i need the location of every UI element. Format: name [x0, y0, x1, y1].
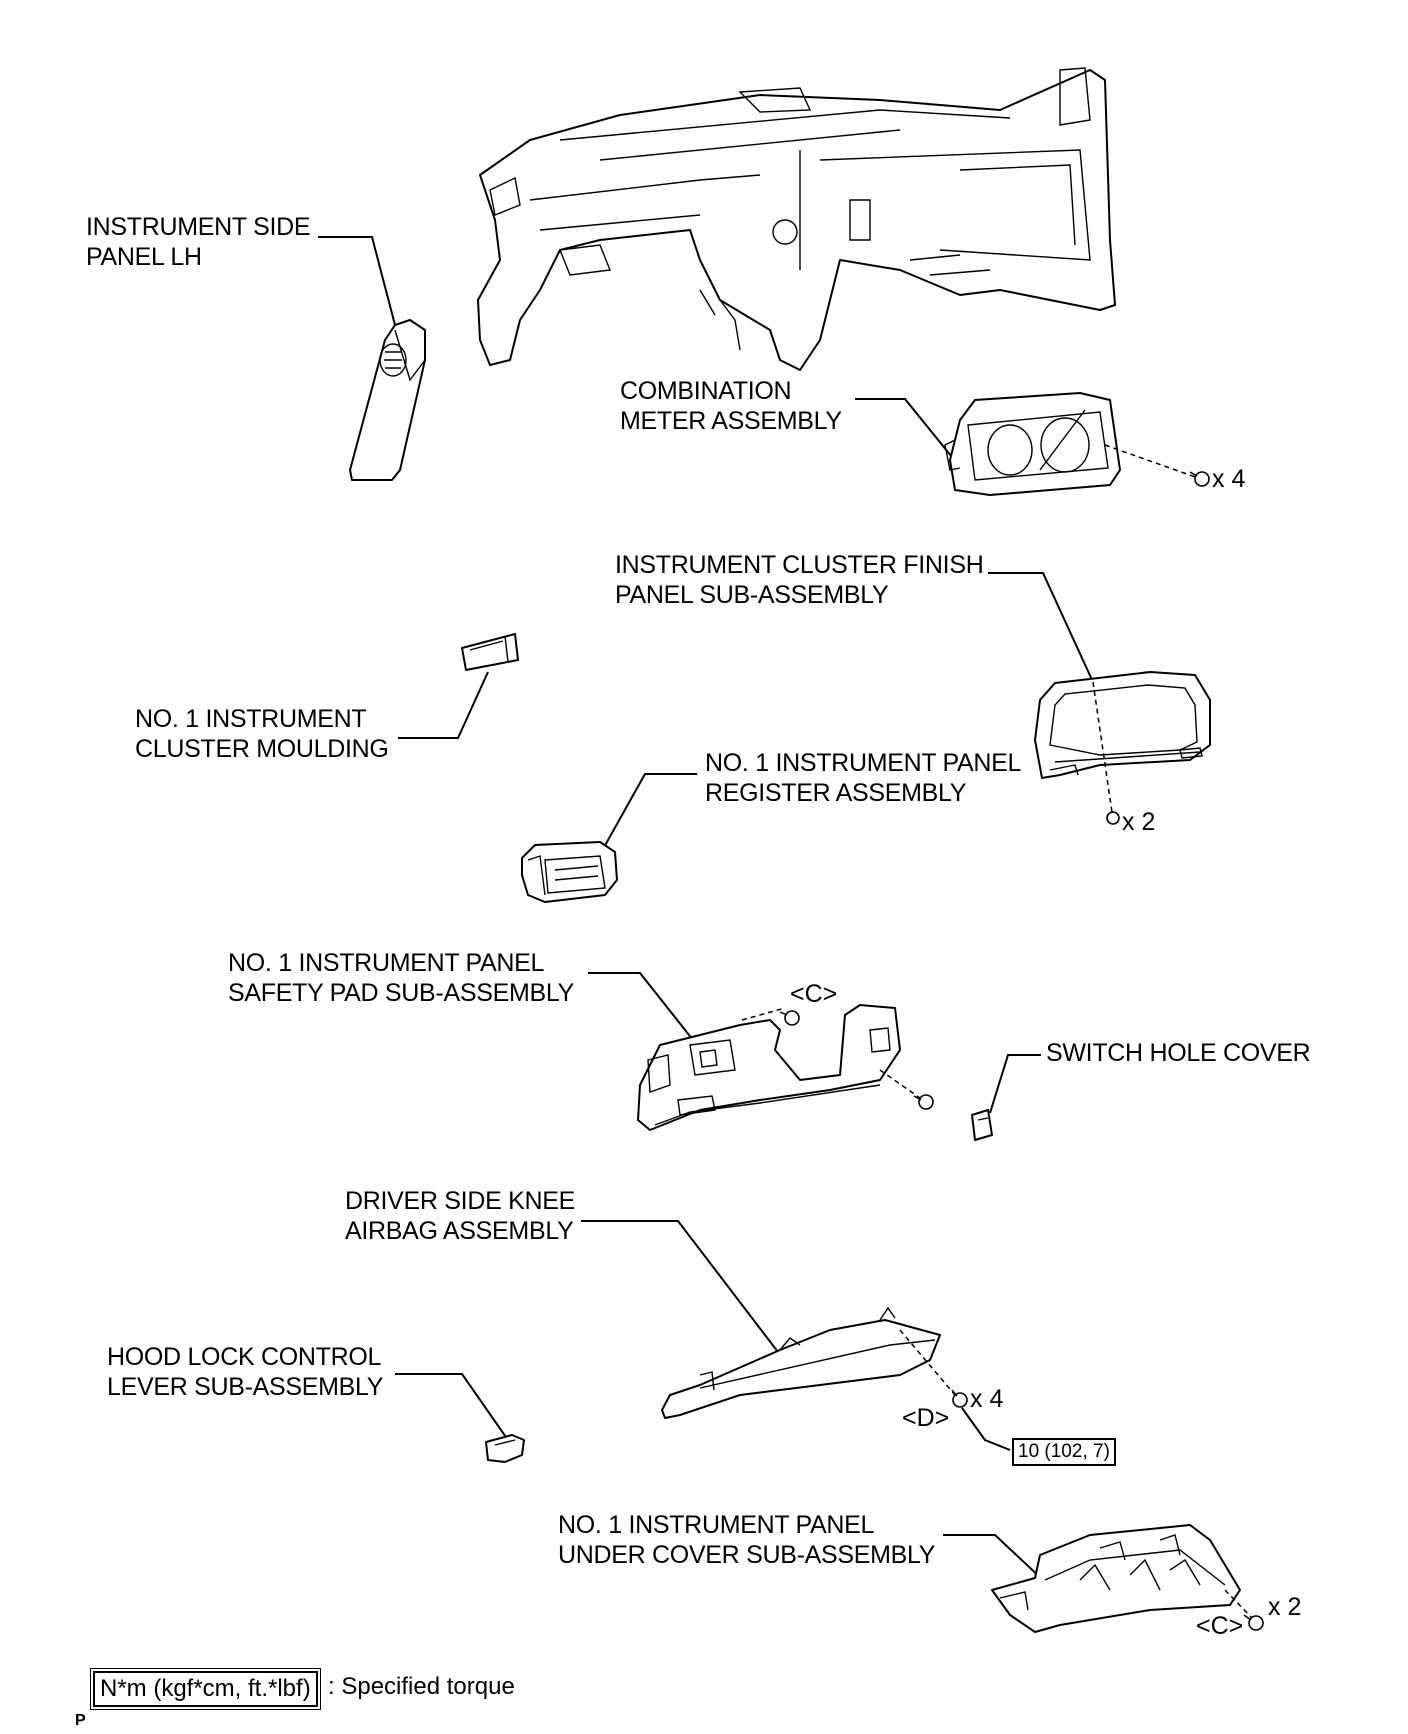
knee-airbag-drawing [661, 1306, 941, 1419]
legend-torque-description: : Specified torque [328, 1673, 515, 1700]
instrument-panel-drawing [477, 67, 1116, 371]
label-switch-hole-cover: SWITCH HOLE COVER [1046, 1039, 1311, 1067]
qty-meter-screws: x 4 [1212, 465, 1246, 493]
register-assembly-drawing [521, 841, 618, 903]
qty-knee-airbag-bolts: x 4 [970, 1385, 1004, 1413]
ref-knee-airbag-bolt: <D> [902, 1404, 950, 1432]
leader-torque-spec [961, 1407, 1011, 1451]
leader-cluster-finish-panel [988, 572, 1094, 683]
leader-knee-airbag [581, 1220, 779, 1353]
leader-register [597, 773, 697, 859]
label-combination-meter: COMBINATION METER ASSEMBLY [620, 377, 842, 435]
clip-safety-pad-upper [779, 1010, 800, 1026]
ref-under-cover-clip: <C> [1196, 1612, 1244, 1640]
label-under-cover: NO. 1 INSTRUMENT PANEL UNDER COVER SUB-A… [558, 1511, 936, 1569]
combination-meter-drawing [944, 392, 1121, 496]
label-knee-airbag: DRIVER SIDE KNEE AIRBAG ASSEMBLY [345, 1187, 575, 1245]
torque-spec-knee-airbag: 10 (102, 7) [1012, 1438, 1116, 1466]
page-code: P [75, 1712, 86, 1729]
cluster-finish-panel-drawing [1034, 671, 1211, 779]
leader-cluster-moulding [398, 671, 489, 739]
leader-hood-lock [395, 1373, 509, 1441]
instrument-side-panel-drawing [349, 319, 426, 481]
label-instrument-side-panel: INSTRUMENT SIDE PANEL LH [86, 213, 311, 271]
label-safety-pad: NO. 1 INSTRUMENT PANEL SAFETY PAD SUB-AS… [228, 949, 574, 1007]
label-cluster-finish-panel: INSTRUMENT CLUSTER FINISH PANEL SUB-ASSE… [615, 551, 984, 609]
screw-safety-pad-lower [913, 1094, 934, 1110]
screw-under-cover [1243, 1614, 1264, 1631]
leader-under-cover [943, 1534, 1044, 1581]
leader-safety-pad [588, 972, 694, 1041]
leader-switch-hole-cover [989, 1054, 1041, 1114]
screw-meter [1189, 471, 1210, 487]
legend-torque-box: N*m (kgf*cm, ft.*lbf) [90, 1668, 321, 1710]
safety-pad-drawing [637, 1004, 901, 1131]
qty-under-cover-screws: x 2 [1268, 1593, 1302, 1621]
hood-lock-lever-drawing [485, 1434, 525, 1463]
qty-finish-panel-screws: x 2 [1122, 808, 1156, 836]
label-cluster-moulding: NO. 1 INSTRUMENT CLUSTER MOULDING [135, 705, 389, 763]
label-hood-lock-lever: HOOD LOCK CONTROL LEVER SUB-ASSEMBLY [107, 1343, 384, 1401]
bolt-knee-airbag [951, 1389, 968, 1408]
screw-finish-panel [1106, 811, 1120, 825]
under-cover-drawing [991, 1524, 1241, 1633]
label-register-assembly: NO. 1 INSTRUMENT PANEL REGISTER ASSEMBLY [705, 749, 1022, 807]
ref-safety-pad-clip: <C> [790, 980, 838, 1008]
cluster-moulding-drawing [461, 633, 519, 671]
switch-hole-cover-drawing [971, 1109, 993, 1141]
leader-combination-meter [855, 398, 957, 463]
